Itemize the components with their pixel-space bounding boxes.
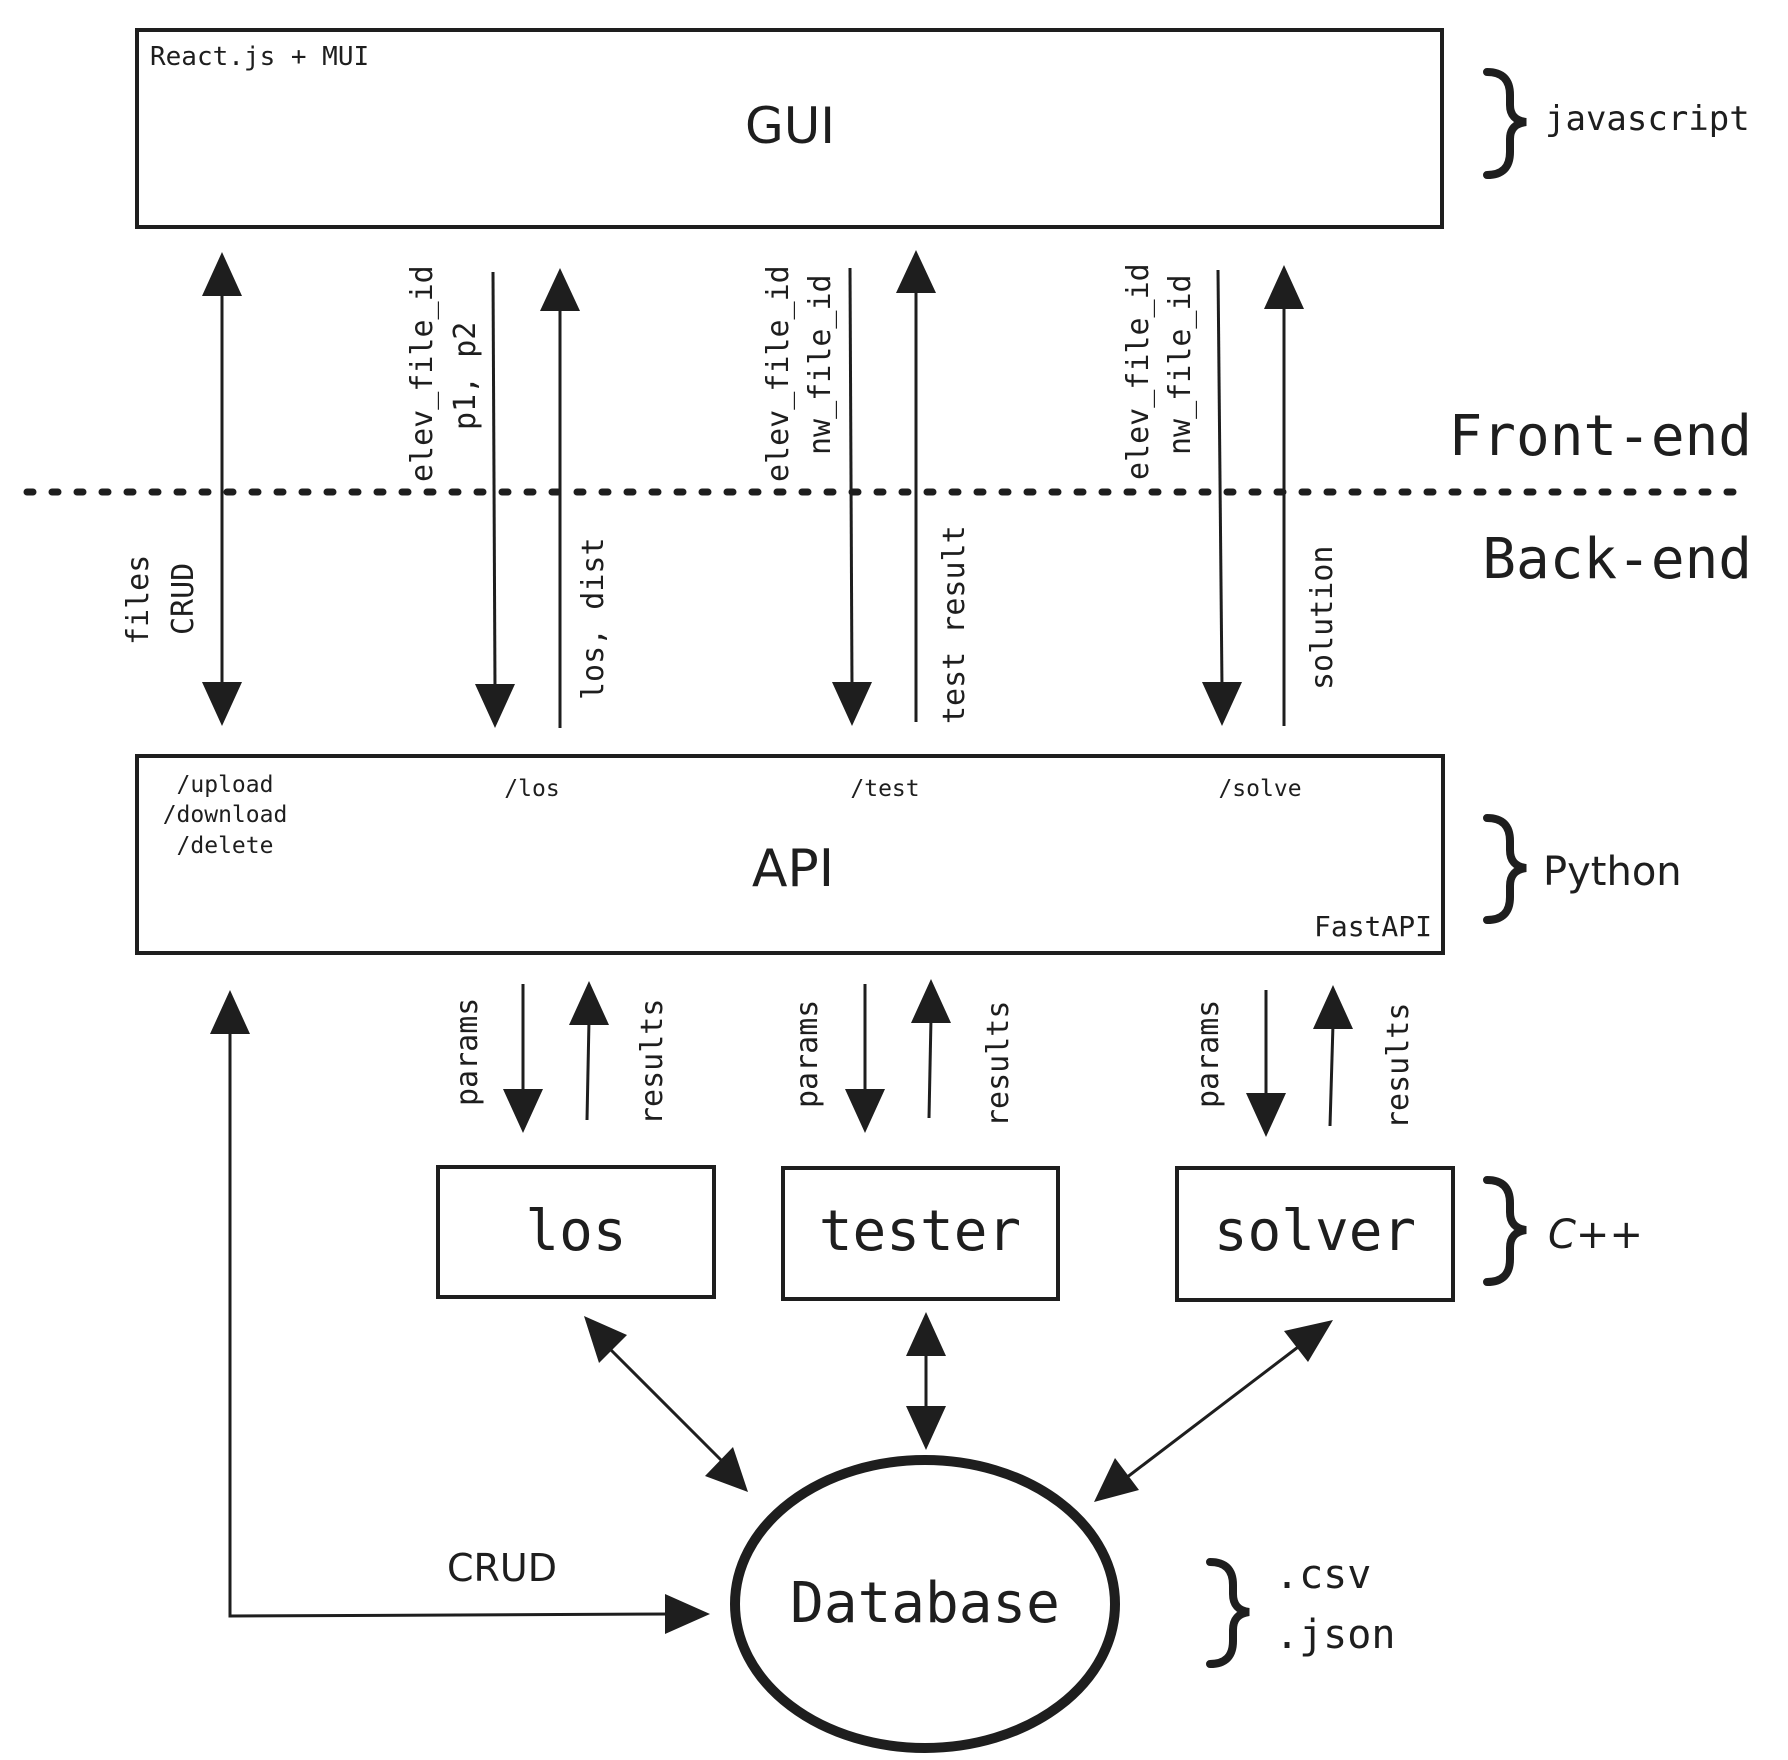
los-module-box (436, 1165, 716, 1299)
tester-module-box (781, 1166, 1060, 1301)
brace-javascript (1483, 68, 1527, 179)
los-request-arrow (475, 271, 515, 728)
solver-params-arrow (1246, 990, 1286, 1137)
format-csv: .csv (1275, 1552, 1371, 1598)
solve-request-elev: elev_file_id (1121, 263, 1156, 480)
los-module-label: los (525, 1199, 626, 1264)
los-results-label: results (635, 999, 670, 1125)
los-request-points: p1, p2 (448, 322, 483, 430)
test-request-elev: elev_file_id (761, 265, 796, 482)
endpoint-download: /download (163, 802, 288, 828)
brace-python (1483, 814, 1527, 924)
test-response-label: test result (937, 525, 972, 724)
api-database-crud-arrow (210, 990, 710, 1634)
api-framework: FastAPI (1314, 910, 1432, 943)
tester-database-arrow (906, 1312, 946, 1450)
los-params-arrow (503, 984, 543, 1133)
api-title: API (752, 839, 834, 899)
database-title: Database (790, 1571, 1060, 1636)
language-python: Python (1543, 849, 1682, 895)
language-javascript: javascript (1545, 99, 1750, 139)
test-request-nw: nw_file_id (803, 274, 838, 455)
format-json: .json (1275, 1612, 1395, 1658)
los-results-arrow (569, 981, 609, 1121)
language-cpp: C++ (1548, 1212, 1643, 1258)
tester-results-label: results (981, 1001, 1016, 1127)
los-response-label: los, dist (576, 537, 611, 700)
solver-params-label: params (1191, 1000, 1226, 1108)
gui-tech-label: React.js + MUI (150, 42, 369, 72)
endpoint-solve: /solve (1218, 776, 1301, 802)
frontend-label: Front-end (1449, 404, 1752, 469)
endpoint-test: /test (850, 776, 919, 802)
tester-module-label: tester (819, 1199, 1021, 1264)
tester-results-arrow (911, 979, 951, 1119)
test-request-arrow (832, 267, 872, 726)
solver-module-label: solver (1214, 1199, 1416, 1264)
database-crud-label: CRUD (447, 1546, 557, 1590)
los-database-arrow (584, 1316, 748, 1492)
brace-cpp (1483, 1176, 1527, 1286)
endpoint-upload: /upload (177, 772, 274, 798)
los-response-arrow (540, 268, 580, 728)
files-label: files (121, 555, 156, 645)
solver-module-box (1175, 1166, 1455, 1302)
los-params-label: params (450, 998, 485, 1106)
files-crud-arrow (202, 252, 242, 726)
solve-request-nw: nw_file_id (1163, 274, 1198, 455)
gui-title: GUI (745, 97, 835, 155)
solve-response-arrow (1264, 265, 1304, 726)
backend-label: Back-end (1482, 527, 1752, 592)
test-response-arrow (896, 250, 936, 722)
brace-formats (1206, 1558, 1250, 1668)
api-box (135, 754, 1445, 955)
solve-request-arrow (1202, 269, 1242, 726)
tester-params-label: params (790, 1000, 825, 1108)
solver-results-label: results (1381, 1003, 1416, 1129)
endpoint-delete: /delete (177, 833, 274, 859)
solve-response-label: solution (1305, 546, 1340, 691)
solver-database-arrow (1094, 1320, 1333, 1502)
gui-box (135, 28, 1444, 229)
tester-params-arrow (845, 984, 885, 1133)
los-request-elev: elev_file_id (405, 265, 440, 482)
files-crud-label: CRUD (166, 563, 201, 635)
database-ellipse (730, 1455, 1120, 1753)
endpoint-los: /los (504, 776, 559, 802)
solver-results-arrow (1313, 985, 1353, 1127)
